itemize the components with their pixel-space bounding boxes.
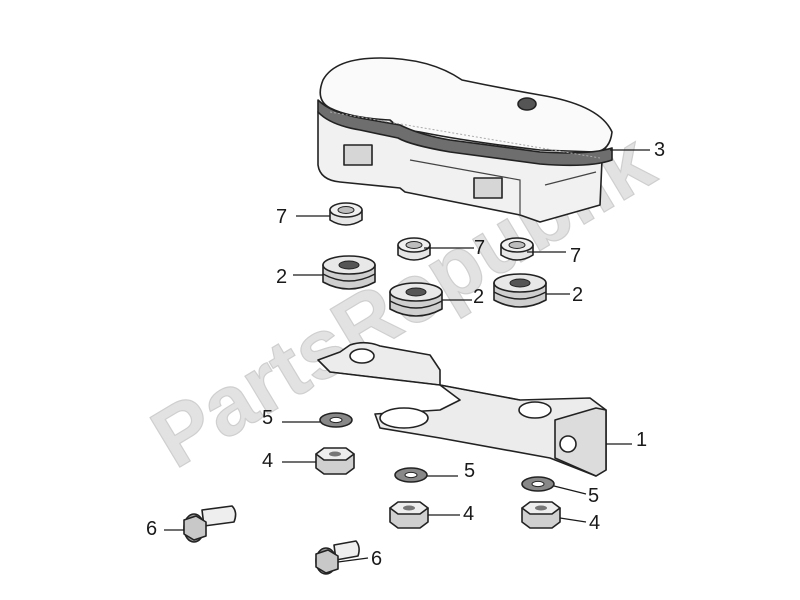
- washer-5-middle: [394, 467, 428, 483]
- instrument-housing: [317, 57, 613, 223]
- collar-7-right: [500, 237, 534, 261]
- callout-4-right: 4: [589, 512, 600, 534]
- hex-nut-4-middle: [389, 501, 429, 529]
- collar-7-left: [329, 202, 363, 226]
- hex-nut-4-left: [315, 447, 355, 475]
- leader-lines: [164, 149, 650, 563]
- callout-5-middle: 5: [464, 460, 475, 482]
- callout-7-right: 7: [570, 245, 581, 267]
- washer-5-right: [521, 476, 555, 492]
- grommet-2-left: [322, 255, 376, 290]
- mounting-bracket: [317, 341, 607, 477]
- callout-4-left: 4: [262, 450, 273, 472]
- callout-6-left: 6: [146, 518, 157, 540]
- callout-7-middle: 7: [474, 237, 485, 259]
- callout-2-left: 2: [276, 266, 287, 288]
- washer-5-left: [319, 412, 353, 428]
- callout-5-left: 5: [262, 407, 273, 429]
- hex-nut-4-right: [521, 501, 561, 529]
- grommet-2-middle: [389, 282, 443, 317]
- callout-4-middle: 4: [463, 503, 474, 525]
- callout-2-right: 2: [572, 284, 583, 306]
- bolt-6-right: [315, 540, 360, 575]
- grommet-2-right: [493, 273, 547, 308]
- callout-7-left: 7: [276, 206, 287, 228]
- collar-7-middle: [397, 237, 431, 261]
- callout-1: 1: [636, 429, 647, 451]
- bolt-6-left: [183, 505, 237, 543]
- callout-5-right: 5: [588, 485, 599, 507]
- callout-6-right: 6: [371, 548, 382, 570]
- callout-3: 3: [654, 139, 665, 161]
- callout-2-middle: 2: [473, 286, 484, 308]
